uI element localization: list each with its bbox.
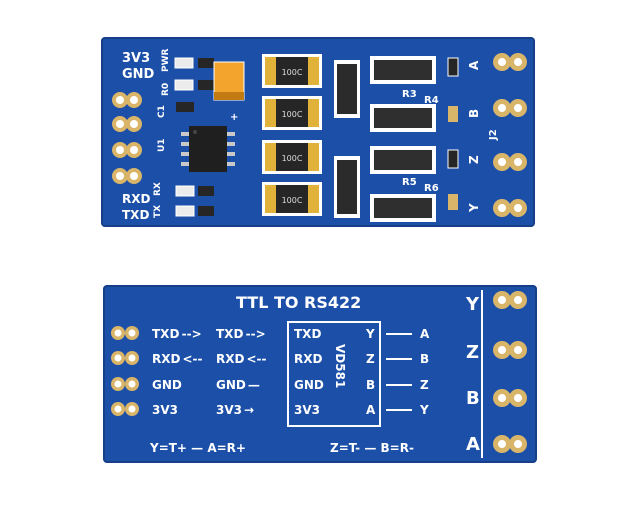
- svg-text:GND—: GND—: [216, 378, 260, 392]
- chip-outline: [287, 321, 381, 427]
- bottom-terminal-z: Z: [466, 342, 479, 363]
- top-diodes: [334, 60, 360, 218]
- label-pwr: PWR: [161, 48, 171, 72]
- svg-text:100C: 100C: [282, 110, 303, 119]
- label-gnd: GND: [122, 67, 155, 82]
- top-ic-chip: [181, 126, 235, 172]
- svg-text:GND: GND: [294, 378, 324, 392]
- svg-text:GND: GND: [152, 378, 182, 392]
- chip-name: VD581: [333, 344, 347, 388]
- svg-text:+: +: [230, 112, 238, 123]
- top-small-components: [174, 57, 214, 217]
- svg-text:B: B: [366, 378, 375, 392]
- svg-text:TXD-->: TXD-->: [216, 327, 266, 341]
- svg-text:B: B: [420, 352, 429, 366]
- label-rx: RX: [153, 182, 163, 196]
- svg-text:100C: 100C: [282, 68, 303, 77]
- svg-text:RXD<--: RXD<--: [216, 352, 266, 366]
- top-board: 3V3 GND RXD TXD PWR R0 TX RX C1 U1 +: [101, 37, 535, 227]
- svg-text:3V3→: 3V3→: [216, 403, 254, 417]
- top-terminal-y: Y: [467, 203, 481, 213]
- svg-text:TXD: TXD: [294, 327, 321, 341]
- svg-text:100C: 100C: [282, 196, 303, 205]
- svg-text:3V3: 3V3: [152, 403, 178, 417]
- board-title: TTL TO RS422: [236, 293, 361, 312]
- top-header-pins: [112, 92, 142, 184]
- label-j2: J2: [488, 129, 499, 141]
- label-r6: R6: [424, 183, 439, 194]
- bottom-terminal-pads: [493, 291, 527, 453]
- bottom-header-pins: [111, 326, 139, 416]
- left-signal-labels: TXD--> RXD<-- GND 3V3: [152, 327, 202, 417]
- label-r4: R4: [424, 95, 439, 106]
- svg-text:100C: 100C: [282, 154, 303, 163]
- label-tx: TX: [153, 205, 163, 218]
- svg-text:RXD: RXD: [294, 352, 322, 366]
- footer-right: Z=T- — B=R-: [330, 441, 414, 455]
- svg-text:3V3: 3V3: [294, 403, 320, 417]
- label-u1: U1: [157, 138, 167, 152]
- top-right-small-components: [447, 57, 459, 210]
- top-capacitors: 100C 100C 100C 100C: [262, 54, 322, 216]
- top-terminal-z: Z: [467, 155, 481, 164]
- top-resistors: [370, 56, 436, 222]
- top-terminal-b: B: [467, 109, 481, 118]
- label-txd: TXD: [122, 208, 149, 222]
- bottom-terminal-b: B: [466, 388, 480, 409]
- svg-text:Y: Y: [419, 403, 429, 417]
- svg-text:Y: Y: [365, 327, 375, 341]
- svg-text:Z: Z: [420, 378, 429, 392]
- label-r0: R0: [161, 83, 171, 96]
- output-lines: [386, 333, 412, 411]
- svg-text:RXD<--: RXD<--: [152, 352, 202, 366]
- top-terminal-a: A: [467, 60, 481, 70]
- mid-signal-labels: TXD--> RXD<-- GND— 3V3→: [216, 327, 266, 417]
- label-rxd: RXD: [122, 192, 150, 206]
- label-c1: C1: [157, 105, 167, 118]
- bottom-pcb: [104, 286, 536, 462]
- svg-text:A: A: [366, 403, 376, 417]
- svg-text:Z: Z: [366, 352, 375, 366]
- footer-left: Y=T+ — A=R+: [149, 441, 246, 455]
- label-r3: R3: [402, 89, 417, 100]
- svg-text:TXD-->: TXD-->: [152, 327, 202, 341]
- label-r5: R5: [402, 177, 417, 188]
- bottom-terminal-y: Y: [465, 294, 480, 315]
- label-3v3: 3V3: [122, 51, 150, 66]
- bottom-terminal-a: A: [466, 434, 480, 455]
- top-terminal-pads: [493, 53, 527, 217]
- bottom-board: TTL TO RS422 TXD--> RXD<-- GND 3V3 TXD--…: [103, 285, 537, 463]
- svg-text:A: A: [420, 327, 430, 341]
